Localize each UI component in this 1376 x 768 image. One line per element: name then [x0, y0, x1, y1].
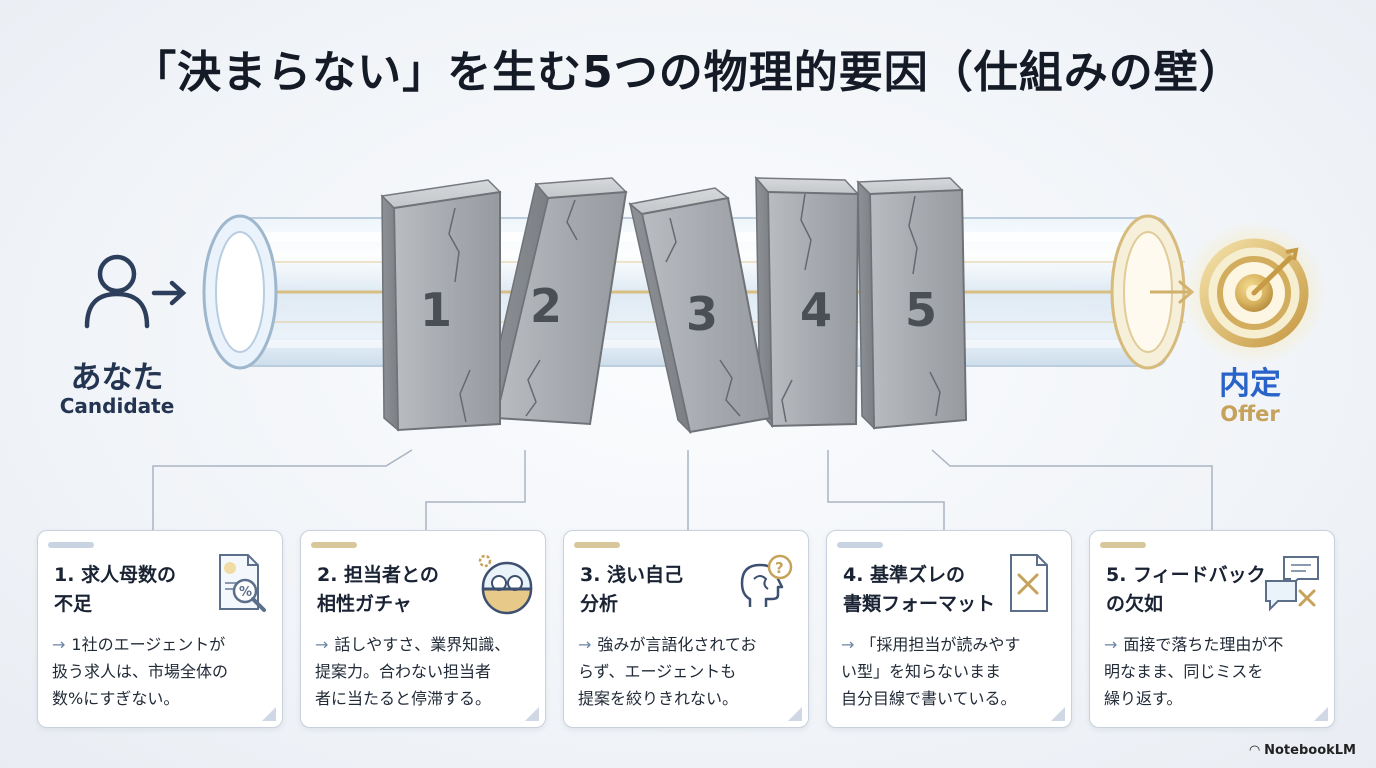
card-tab: [1100, 542, 1146, 548]
card-corner-fold: [1314, 707, 1328, 721]
document-x-icon: [1010, 554, 1048, 612]
offer-label: 内定: [1219, 366, 1281, 402]
wall-number-5: 5: [905, 283, 937, 337]
wall-number-2: 2: [530, 279, 562, 333]
card-corner-fold: [1051, 707, 1065, 721]
svg-text:?: ?: [775, 559, 784, 577]
card-corner-fold: [525, 707, 539, 721]
page-title: 「決まらない」を生む5つの物理的要因（仕組みの壁）: [132, 47, 1244, 98]
card-body: →「採用担当が読みやす い型」を知らないまま 自分目線で書いている。: [841, 635, 1021, 708]
card-body: →面接で落ちた理由が不 明なまま、同じミスを 繰り返す。: [1104, 635, 1284, 708]
candidate-person-icon: [84, 254, 187, 329]
factor-card-5: 5. フィードバック の欠如 →面接で落ちた理由が不 明なまま、同じミスを 繰り…: [1089, 530, 1335, 728]
candidate-sub-label: Candidate: [59, 394, 175, 418]
concrete-wall-3: [628, 187, 772, 435]
factor-card-4: 4. 基準ズレの 書類フォーマット →「採用担当が読みやす い型」を知らないまま…: [826, 530, 1072, 728]
card-title: 5. フィードバック の欠如: [1106, 564, 1266, 615]
document-percent-magnifier-icon: %: [219, 554, 266, 612]
factor-card-1: 1. 求人母数の 不足 % →1社のエージェントが 扱う求人は、市場全体の 数%…: [37, 530, 283, 728]
connector-lines: [152, 449, 1213, 530]
card-tab: [837, 542, 883, 548]
brand-watermark: ◠ NotebookLM: [1249, 743, 1356, 758]
notebooklm-logo-icon: ◠: [1249, 743, 1260, 758]
card-corner-fold: [262, 707, 276, 721]
target-goal-icon: [1182, 221, 1326, 365]
gacha-capsule-icon: [478, 554, 533, 615]
concrete-wall-4: [754, 175, 860, 429]
wall-number-3: 3: [686, 287, 718, 341]
card-body: →話しやすさ、業界知識、 提案力。合わない担当者 者に当たると停滞する。: [315, 635, 511, 708]
wall-number-4: 4: [800, 283, 832, 337]
offer-sub-label: Offer: [1220, 402, 1280, 426]
factor-card-3: 3. 浅い自己 分析 ? →強みが言語化されてお らず、エージェントも 提案を絞…: [563, 530, 809, 728]
chat-bubbles-x-icon: [1265, 556, 1319, 612]
card-title: 1. 求人母数の 不足: [54, 564, 177, 615]
factor-card-2: 2. 担当者との 相性ガチャ →話しやすさ、業界知識、 提案力。合わない担当者 …: [300, 530, 546, 728]
card-body: →1社のエージェントが 扱う求人は、市場全体の 数%にすぎない。: [52, 635, 229, 708]
concrete-wall-2: [485, 177, 628, 426]
card-body: →強みが言語化されてお らず、エージェントも 提案を絞りきれない。: [578, 635, 757, 708]
wall-number-1: 1: [420, 283, 452, 337]
card-title: 2. 担当者との 相性ガチャ: [317, 564, 439, 615]
candidate-label: あなた: [70, 360, 164, 396]
card-title: 3. 浅い自己 分析: [580, 564, 684, 615]
card-tab: [311, 542, 357, 548]
card-corner-fold: [788, 707, 802, 721]
svg-text:%: %: [239, 585, 252, 600]
concrete-wall-1: [380, 179, 502, 432]
card-title: 4. 基準ズレの 書類フォーマット: [843, 564, 996, 615]
card-tab: [48, 542, 94, 548]
head-question-icon: ?: [740, 554, 793, 607]
card-tab: [574, 542, 620, 548]
concrete-wall-5: [856, 177, 968, 430]
